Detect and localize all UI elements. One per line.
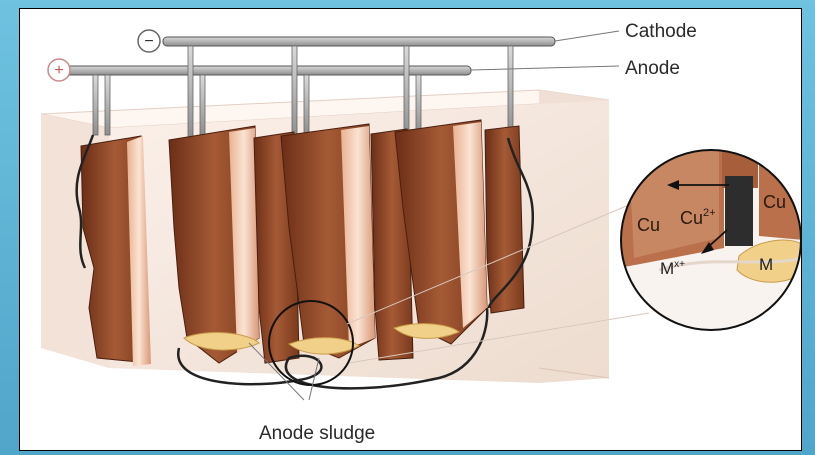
anode-sign: + <box>54 62 63 79</box>
inset-cu-right: Cu <box>763 192 786 212</box>
cathode-sign: − <box>144 33 153 50</box>
anode-sludge-label: Anode sludge <box>259 423 375 444</box>
inset-cu-left: Cu <box>637 215 660 235</box>
cathode-terminal: − <box>138 30 160 52</box>
anode-terminal: + <box>48 59 70 81</box>
anode-plate <box>485 126 524 313</box>
impurity-block <box>725 176 753 246</box>
electrorefining-diagram: − + <box>19 8 802 451</box>
anode-bus-bar <box>61 66 471 75</box>
inset-metal: M <box>759 255 773 274</box>
diagram-panel: − + <box>19 8 802 451</box>
cathode-label: Cathode <box>625 21 697 42</box>
cathode-bus-bar <box>163 37 555 46</box>
anode-label: Anode <box>625 58 680 79</box>
